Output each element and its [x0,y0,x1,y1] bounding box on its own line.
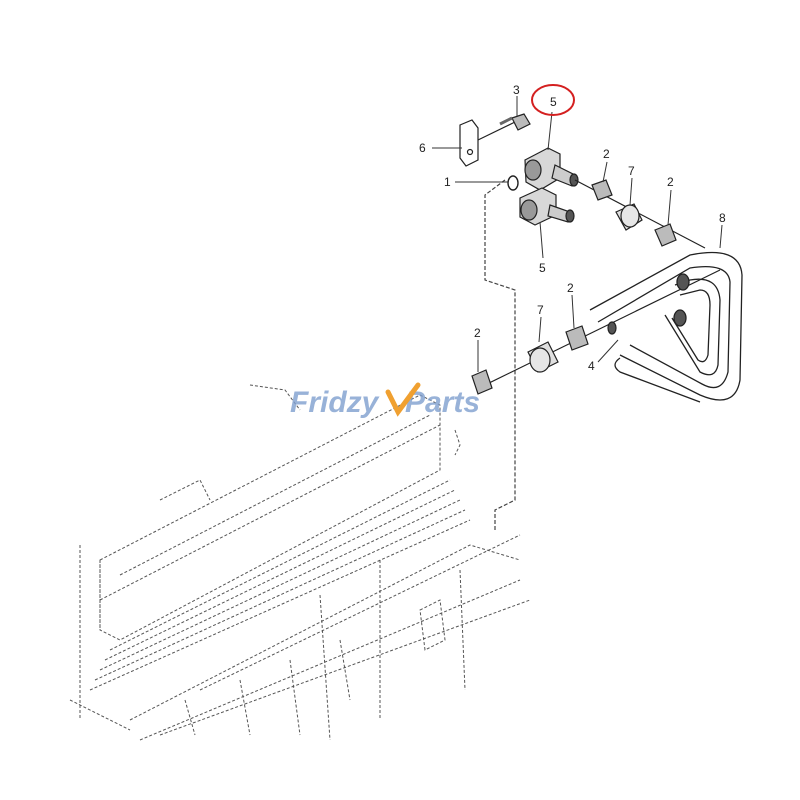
callout-6: 6 [419,141,426,155]
watermark-logo: Fridzy Parts [290,382,480,419]
watermark-check-icon [385,382,421,417]
lower-hose-line [471,269,721,395]
callout-8: 8 [719,211,726,225]
elbow-fitting-upper [524,147,579,191]
callout-4: 4 [588,359,595,373]
callout-2-upper-left: 2 [603,147,610,161]
callout-2-lower-right: 2 [567,281,574,295]
callout-3: 3 [513,83,520,97]
watermark-text-a: Fridzy [290,386,380,419]
callout-7-lower: 7 [537,303,544,317]
radiator-assembly [69,384,531,741]
frame-outline [484,179,516,530]
callout-7-upper: 7 [628,164,635,178]
bolt-part-3 [477,113,531,141]
callout-1: 1 [444,175,451,189]
formed-tube-part-8 [589,251,743,403]
elbow-fitting-lower [519,187,575,226]
callout-5-highlighted: 5 [550,95,557,109]
o-ring-part-1 [507,175,519,191]
upper-hose-line [574,179,706,249]
callout-2-upper-right: 2 [667,175,674,189]
leader-lines [432,96,723,372]
highlight-circle [531,84,575,116]
watermark-text-b: Parts [405,386,480,419]
bracket-part-6 [459,119,479,167]
callout-5-lower: 5 [539,261,546,275]
callout-2-lower-left: 2 [474,326,481,340]
